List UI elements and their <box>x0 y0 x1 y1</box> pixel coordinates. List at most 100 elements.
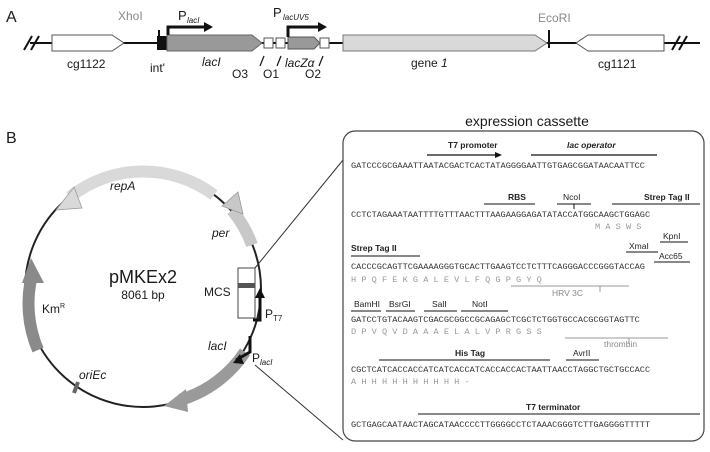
cg1122-gene-arrow <box>51 34 125 52</box>
plasmid-laci-arc <box>178 348 251 406</box>
panel-b-letter: B <box>6 130 17 147</box>
bamhi-label: BamHI <box>354 299 380 309</box>
plasmid-placi-arrowhead <box>233 354 244 364</box>
placuv5-sub: lacUV5 <box>283 13 309 22</box>
placi-promoter-arrow <box>166 25 206 35</box>
laci-label: lacI <box>202 55 221 69</box>
kmr-sup: R <box>60 303 65 310</box>
strep-tag-label-1: Strep Tag II <box>644 192 690 202</box>
mcs-band <box>238 283 255 288</box>
xmai-label: XmaI <box>629 241 649 251</box>
noti-label: NotI <box>472 299 488 309</box>
kpni-label: KpnI <box>663 231 681 241</box>
per-arrowhead <box>221 191 244 215</box>
avrii-label: AvrII <box>573 348 590 358</box>
oriec-marker <box>72 381 80 394</box>
break-mark-left <box>23 35 40 51</box>
plasmid-placi-p: P <box>252 351 260 365</box>
pt7-sub: T7 <box>273 314 283 323</box>
cg1122-label: cg1122 <box>67 57 106 71</box>
oriec-label: oriEc <box>79 368 106 382</box>
panel-a: A cg1122 XhoI int' lacI P lacI <box>6 5 700 81</box>
mcs-label: MCS <box>204 285 231 299</box>
hrv3c-label: HRV 3C <box>552 288 583 298</box>
pt7-promoter-arrow <box>253 296 262 322</box>
placuv5-p: P <box>273 5 282 20</box>
xhoi-label: XhoI <box>118 9 143 23</box>
sequence-line-4: GATCCTGTACAAGTCGACGCGGCCGCAGAGCTCGCTCTGG… <box>351 315 640 325</box>
repa-label: repA <box>110 179 135 193</box>
placi-arrowhead <box>204 22 213 32</box>
o3-box <box>263 37 274 49</box>
kmr-arc <box>22 273 44 353</box>
plasmid-name: pMKEx2 <box>109 267 177 287</box>
repa-arrowhead <box>55 186 83 211</box>
aa-line-5: A H H H H H H H H H H - <box>351 377 470 387</box>
kmr-text: Km <box>42 302 60 316</box>
o2-pointer <box>318 55 324 67</box>
panel-a-letter: A <box>6 9 17 26</box>
ecori-label: EcoRI <box>538 11 571 25</box>
o2-box <box>319 37 330 49</box>
bsrgi-label: BsrGI <box>389 299 411 309</box>
kmr-arrowhead <box>22 258 44 283</box>
t7-terminator-label: T7 terminator <box>526 402 581 412</box>
sali-label: SalI <box>432 299 447 309</box>
placuv5-arrowhead <box>318 22 327 32</box>
lac-operator-label: lac operator <box>567 140 616 150</box>
cg1121-label: cg1121 <box>598 57 637 71</box>
his-tag-label: His Tag <box>455 348 485 358</box>
o2-label: O2 <box>305 67 321 81</box>
pt7-arrowhead <box>255 288 265 298</box>
laczalpha-label: lacZα <box>285 56 316 70</box>
sequence-line-1: GATCCCGCGAAATTAATACGACTCACTATAGGGGAATTGT… <box>351 161 645 171</box>
laci-gene-arrow <box>166 34 263 52</box>
cg1121-gene-arrow <box>575 34 665 52</box>
o3-label: O3 <box>232 67 248 81</box>
acc65-label: Acc65 <box>659 251 683 261</box>
int-segment <box>157 36 167 50</box>
aa-line-3: H P Q F E K G A L E V L F Q G P G Y Q <box>351 275 542 285</box>
t7-promoter-arrowhead <box>495 152 502 158</box>
plasmid-laci-arrowhead <box>164 389 188 412</box>
placuv5-promoter-arrow <box>286 25 320 37</box>
panel-b: B repA per KmR lacI oriEc pMKEx2 8061 bp… <box>6 130 344 441</box>
break-mark-right <box>671 35 688 51</box>
gene1-word: gene <box>411 56 438 70</box>
repa-arc <box>66 165 218 202</box>
laczalpha-gene-arrow <box>287 36 321 50</box>
sequence-line-2: CCTCTAGAAATAATTTTGTTTAACTTTAAGAAGGAGATAT… <box>351 210 650 220</box>
plasmid-placi-sub: lacI <box>260 358 273 367</box>
expression-cassette: expression cassette T7 promoter lac oper… <box>342 113 705 442</box>
t7-promoter-label: T7 promoter <box>448 140 498 150</box>
plasmid-laci-label: lacI <box>208 339 227 353</box>
kmr-label: KmR <box>42 302 65 316</box>
zoom-line-top <box>254 159 344 269</box>
sequence-line-5: CGCTCATCACCACCATCATCACCATCACCACCACTAATTA… <box>351 365 650 375</box>
aa-line-2: M A S W S <box>595 222 641 232</box>
sequence-line-6: GCTGAGCAATAACTAGCATAACCCCTTGGGGCCTCTAAAC… <box>351 420 650 430</box>
o3-pointer <box>259 55 265 67</box>
plasmid-size: 8061 bp <box>121 288 165 302</box>
int-label: int' <box>150 61 165 75</box>
rbs-label: RBS <box>508 192 526 202</box>
o1-pointer <box>276 55 282 67</box>
per-arc <box>227 206 258 248</box>
per-label: per <box>211 226 230 240</box>
gene1-number: 1 <box>441 56 448 70</box>
placi-p: P <box>178 8 187 23</box>
o1-box <box>275 37 286 49</box>
ncoi-label: NcoI <box>563 192 580 202</box>
sequence-line-3: CACCCGCAGTTCGAAAAGGGTGCACTTGAAGTCCTCTTTC… <box>351 262 645 272</box>
aa-line-4: D P V Q V D A A A E L A L V P R G S S <box>351 327 542 337</box>
cassette-title: expression cassette <box>465 113 589 129</box>
zoom-line-bottom <box>254 364 344 441</box>
mcs-box <box>237 267 256 319</box>
gene1-label: gene 1 <box>411 56 448 70</box>
pt7-p: P <box>265 307 273 321</box>
placi-sub: lacI <box>187 16 200 25</box>
strep-tag-label-2: Strep Tag II <box>351 243 397 253</box>
o1-label: O1 <box>263 67 279 81</box>
thrombin-label: thrombin <box>604 339 637 349</box>
